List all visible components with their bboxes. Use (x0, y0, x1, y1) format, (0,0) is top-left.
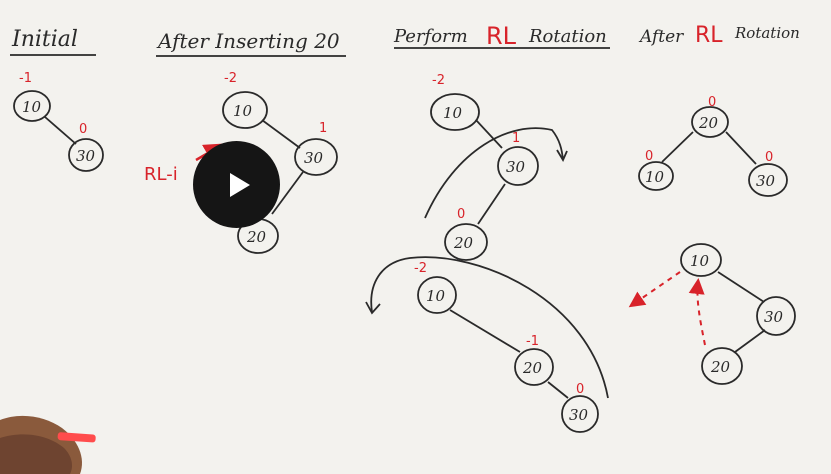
node-after-bottom-left-of-right-label: 20 (710, 358, 731, 376)
bf-after-top-right: 0 (765, 150, 773, 165)
edge-after-insert-10-30 (261, 119, 301, 149)
heading-perform-prefix: Perform (393, 26, 468, 47)
node-initial-right-label: 30 (76, 147, 96, 165)
rotation-arc-top-arrowhead (556, 149, 568, 162)
bf-after-top-root: 0 (708, 95, 716, 110)
node-after-top-left-label: 10 (645, 168, 665, 186)
node-after-bottom-root (680, 243, 722, 277)
node-after-top-left (638, 161, 674, 191)
node-perform-bottom-right (514, 348, 554, 386)
edge-perform-bottom-20-30 (547, 381, 569, 399)
heading-after-suffix: Rotation (734, 24, 800, 42)
tree-initial: 10 -1 30 0 (13, 71, 104, 172)
heading-after-rl: RL (695, 23, 723, 48)
edge-perform-top-10-30 (475, 119, 503, 149)
node-perform-top-right-label: 30 (506, 158, 526, 176)
tree-perform-top: 10 -2 30 1 20 0 (424, 73, 568, 261)
node-after-top-right (748, 163, 788, 197)
heading-initial: Initial (10, 27, 96, 56)
bf-perform-bottom-right: -1 (526, 334, 539, 349)
bf-after-insert-root: -2 (224, 71, 237, 86)
heading-perform-rl: RL (486, 22, 517, 50)
node-after-insert-right-label: 30 (304, 149, 324, 167)
node-after-bottom-right (756, 296, 796, 336)
node-perform-top-right (497, 146, 539, 186)
bf-perform-bottom-right-right: 0 (576, 382, 584, 397)
node-after-insert-right (294, 138, 338, 176)
edge-after-bottom-10-30 (717, 271, 765, 303)
bf-initial-right: 0 (79, 122, 87, 137)
rotation-arc-top (424, 127, 564, 219)
edge-initial-10-30 (44, 116, 77, 145)
node-perform-bottom-right-right-label: 30 (569, 406, 589, 424)
node-initial-root (13, 90, 51, 122)
bf-perform-top-root: -2 (432, 73, 445, 88)
edge-perform-bottom-10-20 (449, 309, 521, 353)
node-perform-top-left-of-right-label: 20 (453, 234, 474, 252)
bf-perform-top-left-of-right: 0 (457, 207, 465, 222)
edge-perform-top-30-20 (477, 183, 506, 225)
bf-perform-bottom-root: -2 (414, 261, 427, 276)
node-after-bottom-right-label: 30 (764, 308, 784, 326)
node-perform-top-left-of-right (444, 223, 488, 261)
node-after-top-root (691, 106, 729, 138)
node-after-bottom-root-label: 10 (690, 252, 710, 270)
node-after-top-root-label: 20 (698, 114, 719, 132)
tree-after-top: 20 0 10 0 30 0 (638, 95, 788, 197)
red-marker (57, 432, 96, 443)
annotation-rl-insertion: RL-i (144, 164, 178, 185)
node-perform-bottom-root (417, 276, 457, 314)
node-perform-top-root-label: 10 (443, 104, 463, 122)
node-perform-bottom-root-label: 10 (426, 287, 446, 305)
node-perform-top-root (430, 93, 480, 131)
heading-after-insert-text: After Inserting 20 (156, 29, 340, 53)
tree-perform-bottom: 10 -2 20 -1 30 0 (365, 256, 609, 433)
edge-after-insert-30-20 (271, 171, 304, 215)
edge-after-bottom-30-20 (734, 329, 766, 353)
dashed-arrow-left (628, 271, 681, 308)
rotation-arc-bottom-arrowhead (365, 301, 381, 315)
play-icon (229, 172, 250, 197)
play-button[interactable] (193, 141, 280, 228)
bf-initial-root: -1 (19, 71, 32, 86)
node-after-insert-root-label: 10 (233, 102, 253, 120)
bf-perform-top-right: 1 (512, 131, 520, 146)
bf-after-top-left: 0 (645, 149, 653, 164)
tree-after-bottom: 10 30 20 (628, 243, 796, 385)
tree-after-insert: 10 -2 30 1 20 RL-i (144, 71, 338, 254)
rotation-arc-bottom (370, 256, 609, 399)
edge-after-top-20-10 (661, 131, 694, 163)
node-after-top-right-label: 30 (756, 172, 776, 190)
node-after-insert-root (222, 91, 268, 129)
node-after-bottom-left-of-right (701, 347, 743, 385)
node-initial-root-label: 10 (22, 98, 42, 116)
node-perform-bottom-right-right (561, 395, 599, 433)
edge-after-top-20-30 (725, 131, 757, 165)
node-after-insert-left-of-right-label: 20 (246, 228, 267, 246)
bf-after-insert-right: 1 (319, 121, 327, 136)
dashed-arrow-up (688, 278, 706, 346)
node-perform-bottom-right-label: 20 (522, 359, 543, 377)
heading-after-prefix: After (638, 27, 684, 47)
heading-perform: Perform RL Rotation (393, 22, 610, 50)
heading-perform-suffix: Rotation (528, 26, 607, 47)
heading-initial-text: Initial (11, 27, 78, 52)
heading-after-insert: After Inserting 20 (156, 29, 346, 57)
presenter-hand (0, 415, 96, 474)
node-initial-right (68, 138, 104, 172)
heading-after-rl: After RL Rotation (638, 23, 800, 48)
